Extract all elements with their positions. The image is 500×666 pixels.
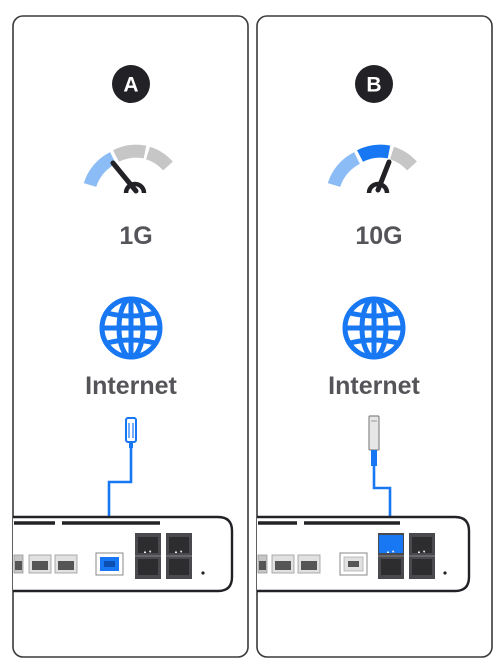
badge-a-label: A: [123, 74, 138, 97]
globe-icon: [342, 296, 406, 360]
internet-label-a: Internet: [85, 372, 177, 400]
speed-label-b: 10G: [355, 222, 402, 250]
rj45-port: [339, 552, 368, 576]
rj45-port: [28, 554, 52, 574]
badge-b: B: [355, 65, 393, 103]
rj45-port: [257, 554, 268, 574]
svg-text:▲ ▼: ▲ ▼: [417, 549, 426, 554]
sfp-port: ▲ ▼: [135, 533, 161, 579]
sfp-port-used: ▲ ▼: [378, 533, 404, 579]
rj45-port: [13, 554, 24, 574]
sfp-module-icon: [368, 415, 380, 466]
rj45-port: [271, 554, 295, 574]
rj45-connector-icon: [125, 417, 137, 448]
badge-b-label: B: [366, 74, 381, 97]
panel-b: B 10G Internet: [256, 15, 493, 658]
sfp-port: ▲ ▼: [166, 533, 192, 579]
globe-icon: [99, 296, 163, 360]
rj45-port-used: [95, 552, 124, 576]
internet-label-b: Internet: [328, 372, 420, 400]
svg-text:▲ ▼: ▲ ▼: [143, 549, 152, 554]
status-led: [201, 571, 205, 575]
rj45-port: [54, 554, 78, 574]
speedometer-icon: [83, 144, 173, 194]
speed-label-a: 1G: [119, 222, 152, 250]
svg-text:▲ ▼: ▲ ▼: [174, 549, 183, 554]
rj45-port: [297, 554, 321, 574]
switch-device-icon: ▲ ▼ ▲ ▼: [13, 515, 234, 593]
speedometer-icon: [327, 144, 417, 194]
sfp-port: ▲ ▼: [409, 533, 435, 579]
cable-b: [372, 466, 392, 540]
switch-device-icon: ▲ ▼ ▲ ▼: [257, 515, 471, 593]
svg-text:▲ ▼: ▲ ▼: [386, 549, 395, 554]
panel-a: A 1G Internet: [12, 15, 249, 658]
badge-a-circle: [112, 65, 150, 103]
badge-a: A: [112, 65, 150, 103]
status-led: [443, 571, 447, 575]
badge-b-circle: [355, 65, 393, 103]
